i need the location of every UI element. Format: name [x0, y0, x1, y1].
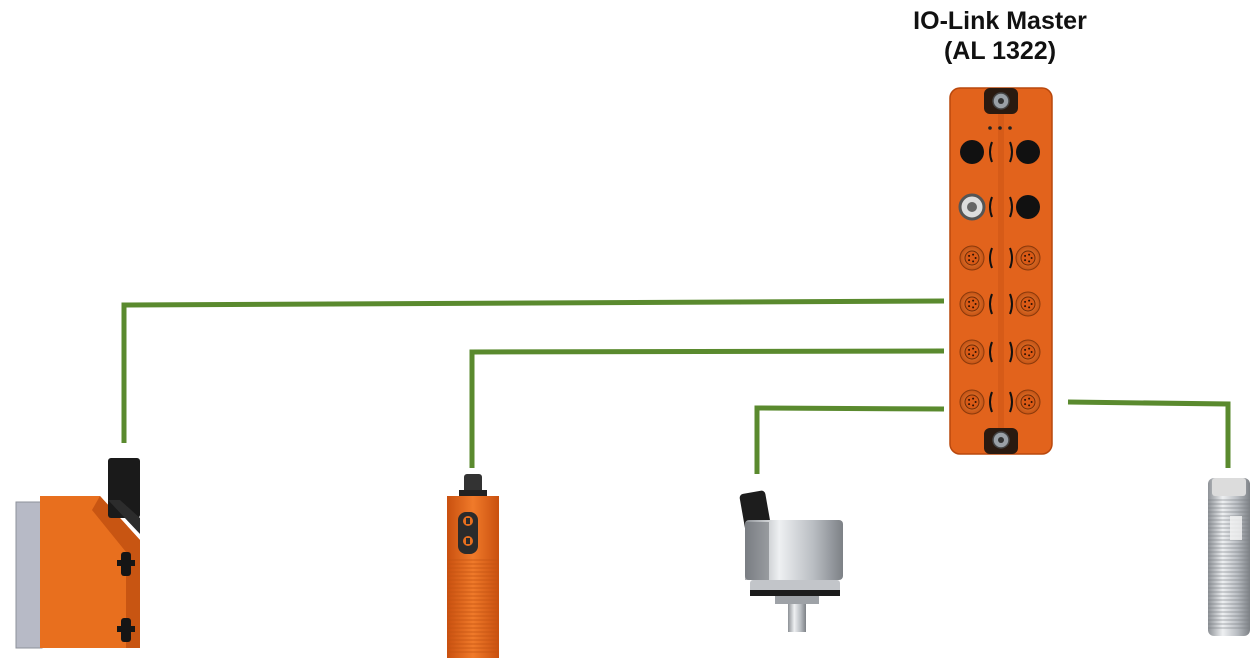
- m12-port-icon: [959, 245, 985, 271]
- m12-port-icon: [959, 339, 985, 365]
- cylindrical-photoelectric-sensor-icon: [447, 474, 499, 658]
- master-title: IO-Link Master (AL 1322): [880, 6, 1120, 66]
- ethernet-port-icon: [960, 140, 984, 164]
- rotary-encoder-icon: [739, 490, 843, 632]
- m12-port-icon: [959, 291, 985, 317]
- ethernet-port-icon: [1016, 140, 1040, 164]
- m12-port-icon: [1015, 291, 1041, 317]
- power-port-icon: [1016, 195, 1040, 219]
- master-title-line2: (AL 1322): [943, 37, 1057, 65]
- m12-port-icon: [1015, 245, 1041, 271]
- cable-3: [754, 405, 945, 474]
- m12-port-icon: [1015, 339, 1041, 365]
- m12-port-icon: [1015, 389, 1041, 415]
- m12-port-icon: [959, 389, 985, 415]
- io-link-ports: [959, 245, 1041, 415]
- io-link-master: [949, 87, 1053, 455]
- master-title-line1: IO-Link Master: [913, 7, 1087, 35]
- cable-1: [121, 298, 945, 443]
- cable-2: [469, 348, 945, 468]
- inductive-proximity-sensor-icon: [1208, 478, 1250, 636]
- cables: [121, 298, 1231, 474]
- cable-4: [1067, 399, 1231, 468]
- laser-distance-sensor-icon: [15, 458, 140, 649]
